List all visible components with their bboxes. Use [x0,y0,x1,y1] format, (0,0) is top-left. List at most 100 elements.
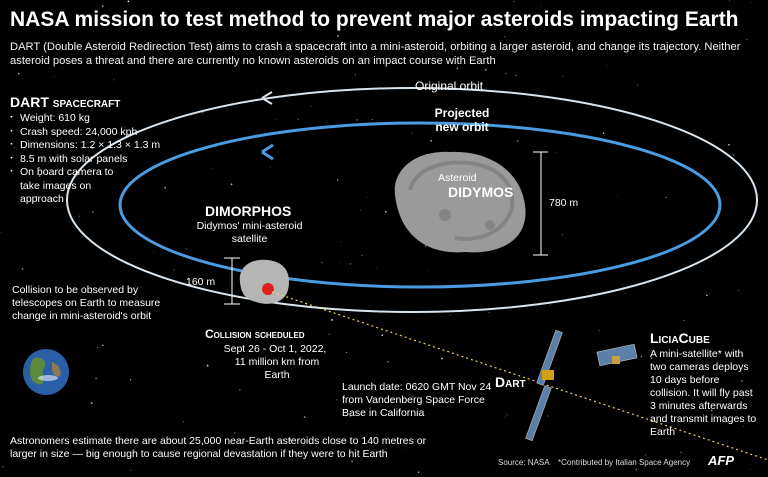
star [644,454,646,456]
source-note: Source: NASA [498,458,550,467]
star [260,49,262,51]
star [0,231,1,234]
star [90,402,93,404]
star [562,234,563,236]
star [173,269,175,271]
didymos-name: DIDYMOS [448,184,514,200]
star [349,262,352,265]
star [289,439,291,441]
star [211,278,213,280]
star [305,135,306,136]
afp-logo: AFP [708,453,734,468]
star [361,254,363,257]
star [749,468,751,470]
star [366,197,368,199]
star [102,344,104,347]
star [550,304,552,306]
spec-item: Crash speed: 24,000 kph [10,125,168,140]
star [230,183,233,186]
star [425,10,427,13]
star [488,311,490,313]
star [140,313,142,315]
star [127,0,130,3]
star [58,419,60,421]
star [164,186,166,189]
star [321,261,323,264]
collision-distance: 11 million km from Earth [234,356,320,381]
star [129,17,130,19]
earth-icon [23,349,69,395]
didymos-size: 780 m [549,197,579,209]
star [456,67,459,70]
impact-point [262,283,274,295]
star [103,106,106,108]
star [705,294,708,297]
star [211,167,213,169]
dimorphos-scale-bar [224,257,240,305]
star [387,361,389,363]
star [680,451,682,453]
collision-dates: Sept 26 - Oct 1, 2022, [223,343,327,355]
dimorphos-name: DIMORPHOS [205,203,292,219]
star [336,179,339,181]
star [506,414,508,416]
liciacube-text: A mini-satellite* with two cameras deplo… [650,348,757,438]
star [449,314,452,316]
star [153,251,155,253]
dimorphos-size: 160 m [186,276,216,288]
star [650,357,653,359]
credit-note: *Contributed by Italian Space Agency [558,458,691,467]
spacecraft-heading-rest: spacecraft [52,94,121,110]
dimorphos-asteroid [239,259,290,304]
spec-item: On board camera to take images on approa… [10,165,130,207]
star [516,140,519,142]
star [337,35,340,37]
star [190,230,191,231]
star [405,449,406,451]
page-subtitle: DART (Double Asteroid Redirection Test) … [10,41,741,67]
star [233,432,236,434]
star [751,2,753,3]
launch-info: Launch date: 0620 GMT Nov 24 from Vanden… [342,381,492,419]
spacecraft-heading: DART spacecraft [10,94,120,110]
star [513,0,515,2]
star [430,140,433,142]
star [381,334,384,337]
star [62,68,64,69]
projected-orbit-label: Projected new orbit [434,106,490,134]
star [201,112,204,114]
star [356,119,358,121]
dart-label: Dart [495,374,526,390]
star [276,119,278,120]
star [73,100,76,103]
star [184,452,186,453]
star [378,24,380,26]
collision-heading: Collision scheduled [205,327,305,341]
star [504,416,506,418]
star [2,465,4,468]
star [206,364,209,367]
star [336,399,338,401]
star [729,0,731,2]
star [91,210,94,213]
star [310,105,312,108]
star [134,22,137,25]
star [225,475,227,477]
star [540,6,542,8]
star [556,152,558,153]
star [665,197,667,199]
star [478,40,480,42]
star [547,415,549,417]
didymos-asteroid [394,151,526,253]
star [346,351,348,353]
star [686,270,688,272]
original-orbit-label: Original orbit [415,79,484,93]
star [95,377,98,380]
star [174,450,176,452]
projected-orbit-arrow [261,143,274,161]
star [515,74,517,77]
star [441,357,443,360]
liciacube-satellite [596,343,638,367]
star [502,3,503,5]
